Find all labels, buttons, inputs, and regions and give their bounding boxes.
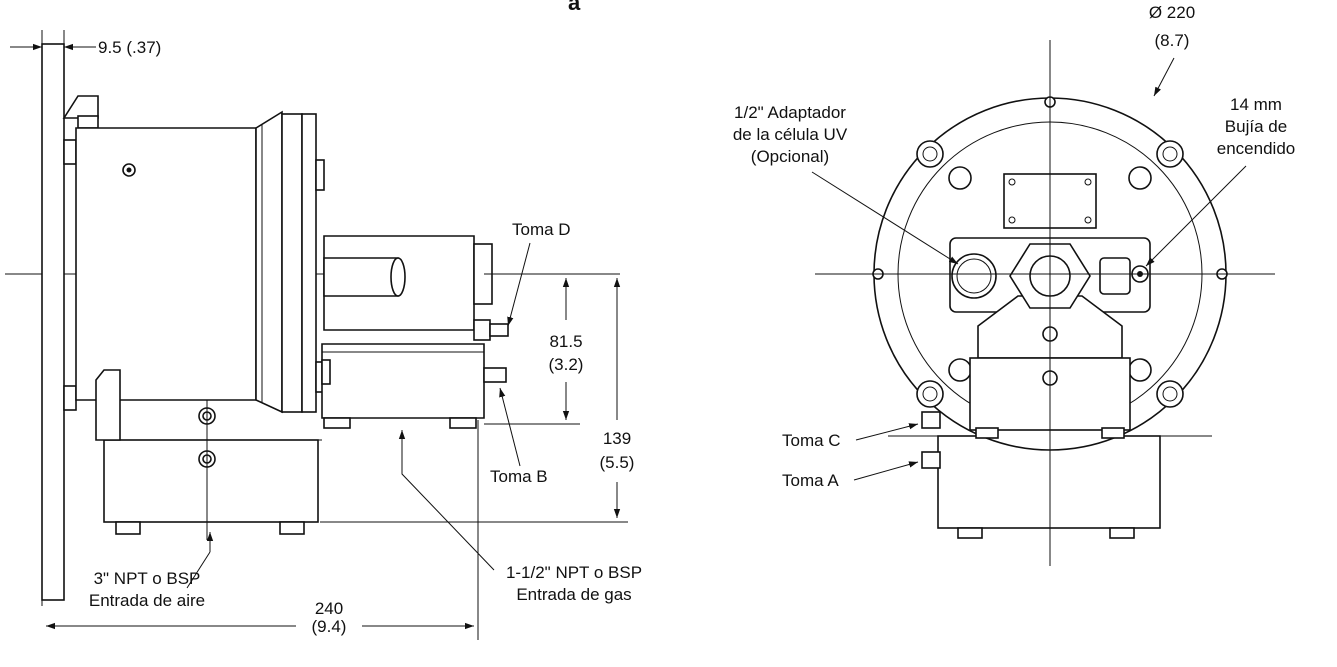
gas-inlet-label-2: Entrada de gas	[516, 585, 631, 604]
uv-label-1: 1/2" Adaptador	[734, 103, 846, 122]
side-dimensions: 9.5 (.37) 81.5 (3.2) 139 (5.5) 240 (9.4)	[10, 30, 634, 640]
mounting-flange	[41, 43, 65, 601]
spark-label-2: Bujía de	[1225, 117, 1287, 136]
front-view	[815, 40, 1275, 566]
toma-c-fitting	[921, 411, 941, 429]
spark-plug	[1099, 257, 1131, 295]
diameter-inch-label: (8.7)	[1155, 31, 1190, 50]
gas-manifold	[321, 343, 485, 419]
toma-a-label: Toma A	[782, 471, 839, 490]
uv-adapter	[951, 253, 997, 299]
toma-c-label: Toma C	[782, 431, 841, 450]
toma-d-fitting	[489, 323, 509, 337]
dim-81-5: 81.5	[549, 332, 582, 351]
air-inlet-label-2: Entrada de aire	[89, 591, 205, 610]
dim-139: 139	[603, 429, 631, 448]
uv-label-2: de la célula UV	[733, 125, 848, 144]
side-view	[5, 43, 620, 601]
toma-b-fitting	[483, 367, 507, 383]
toma-a-fitting	[921, 451, 941, 469]
spark-label-1: 14 mm	[1230, 95, 1282, 114]
toma-d-label: Toma D	[512, 220, 571, 239]
uv-label-3: (Opcional)	[751, 147, 829, 166]
drawing-title: a	[568, 0, 581, 15]
dim-240-inch: (9.4)	[312, 617, 347, 636]
front-lower-box	[937, 435, 1161, 529]
air-inlet-label-1: 3" NPT o BSP	[94, 569, 201, 588]
air-housing	[75, 127, 257, 401]
diameter-label: Ø 220	[1149, 3, 1195, 22]
cone-section	[255, 110, 283, 414]
side-callouts: Toma D Toma B 3" NPT o BSP Entrada de ai…	[89, 220, 642, 610]
spark-label-3: encendido	[1217, 139, 1295, 158]
flange-thickness-label: 9.5 (.37)	[98, 38, 161, 57]
gas-inlet-label-1: 1-1/2" NPT o BSP	[506, 563, 642, 582]
dim-240: 240	[315, 599, 343, 618]
dim-139-inch: (5.5)	[600, 453, 635, 472]
front-callouts: Ø 220 (8.7) 1/2" Adaptador de la célula …	[733, 3, 1295, 490]
body-flange	[281, 113, 303, 413]
dim-81-5-inch: (3.2)	[549, 355, 584, 374]
toma-b-label: Toma B	[490, 467, 548, 486]
